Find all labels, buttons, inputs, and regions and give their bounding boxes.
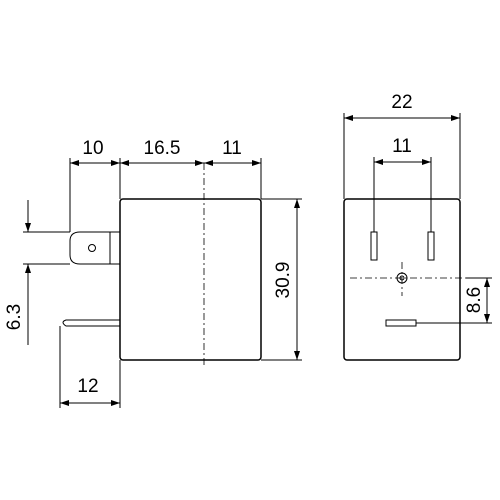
arrow xyxy=(484,278,490,287)
front-body-outline xyxy=(119,198,262,361)
dim-pin-vertical: 6.3 xyxy=(4,304,25,330)
arrow xyxy=(111,160,120,166)
arrow xyxy=(374,159,383,165)
side-center-hole xyxy=(396,272,408,284)
arrow xyxy=(294,351,300,360)
arrow xyxy=(70,160,79,166)
arrow xyxy=(451,115,460,121)
arrow xyxy=(60,400,69,406)
arrow xyxy=(195,160,204,166)
front-top-terminal xyxy=(69,231,120,265)
front-bottom-terminal xyxy=(62,319,120,327)
arrow xyxy=(111,400,120,406)
dim-tab-offset: 10 xyxy=(82,138,103,159)
arrow xyxy=(120,160,129,166)
side-body-outline xyxy=(343,198,461,361)
arrow xyxy=(252,160,261,166)
dim-height: 30.9 xyxy=(273,262,294,299)
arrow xyxy=(25,223,31,232)
arrow xyxy=(25,264,31,273)
arrow xyxy=(422,159,431,165)
dim-side-pin-spacing: 11 xyxy=(392,136,412,157)
dim-front-body-offset: 16.5 xyxy=(144,138,181,159)
arrow xyxy=(344,115,353,121)
arrow xyxy=(294,199,300,208)
arrow xyxy=(484,314,490,323)
arrow xyxy=(204,160,213,166)
front-terminal-hole xyxy=(88,244,96,252)
dim-side-pin-height: 8.6 xyxy=(464,287,485,313)
side-pin-slot-left xyxy=(370,231,378,261)
dim-front-half-width: 11 xyxy=(222,138,242,159)
dim-side-width: 22 xyxy=(391,92,412,113)
side-pin-slot-right xyxy=(427,231,435,261)
dim-bottom-pin: 12 xyxy=(77,376,98,397)
side-center-hole-inner xyxy=(399,275,405,281)
side-pin-slot-bottom xyxy=(385,319,417,327)
